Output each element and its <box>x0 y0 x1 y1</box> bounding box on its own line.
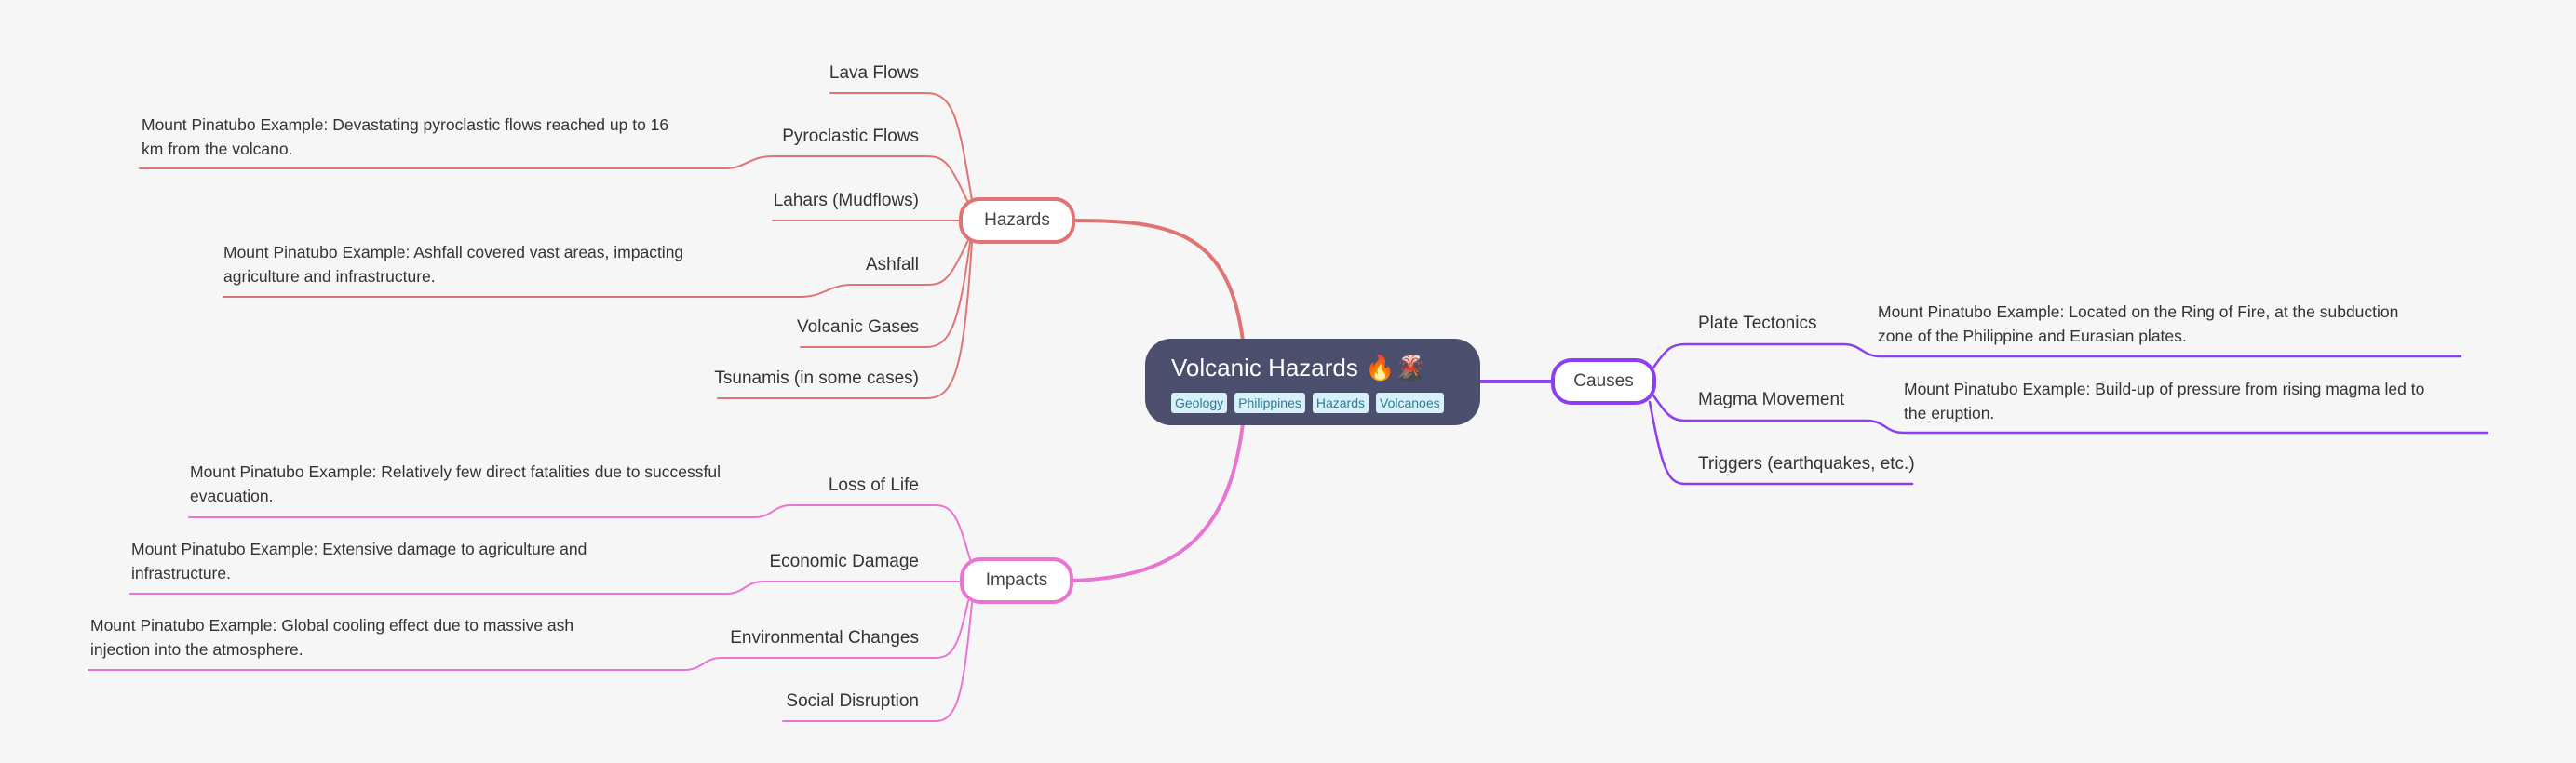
note-line: agriculture and infrastructure. <box>223 267 436 286</box>
note-ashfall[interactable]: Mount Pinatubo Example: Ashfall covered … <box>223 240 683 288</box>
hazards-node[interactable]: Hazards <box>959 197 1075 244</box>
impact-environmental-changes[interactable]: Environmental Changes <box>730 628 919 648</box>
edge-lava-flows <box>829 92 973 201</box>
hazard-pyroclastic-flows[interactable]: Pyroclastic Flows <box>782 127 919 146</box>
tag-volcanoes[interactable]: Volcanoes <box>1376 393 1444 413</box>
edge-root-impacts <box>1072 422 1245 582</box>
hazard-lahars[interactable]: Lahars (Mudflows) <box>773 191 919 210</box>
note-line: evacuation. <box>190 487 274 505</box>
impact-social-disruption[interactable]: Social Disruption <box>786 691 919 711</box>
edge-social-disruption <box>782 602 973 722</box>
note-line: injection into the atmosphere. <box>90 640 303 659</box>
impact-economic-damage[interactable]: Economic Damage <box>769 552 919 571</box>
hazard-lava-flows[interactable]: Lava Flows <box>829 63 919 83</box>
hazard-tsunamis[interactable]: Tsunamis (in some cases) <box>714 368 919 388</box>
cause-triggers[interactable]: Triggers (earthquakes, etc.) <box>1698 454 1915 474</box>
note-line: km from the volcano. <box>142 140 293 158</box>
note-line: the eruption. <box>1904 404 1995 422</box>
edge-ashfall <box>223 239 969 298</box>
edge-loss-of-life <box>188 504 971 560</box>
note-plate-tectonics[interactable]: Mount Pinatubo Example: Located on the R… <box>1878 300 2398 348</box>
edge-pyroclastic-flows <box>139 155 969 204</box>
note-environmental-changes[interactable]: Mount Pinatubo Example: Global cooling e… <box>90 613 573 662</box>
root-title: Volcanic Hazards 🔥🌋 <box>1171 354 1425 382</box>
note-pyroclastic-flows[interactable]: Mount Pinatubo Example: Devastating pyro… <box>142 113 668 161</box>
tag-geology[interactable]: Geology <box>1171 393 1228 413</box>
note-economic-damage[interactable]: Mount Pinatubo Example: Extensive damage… <box>131 537 587 585</box>
edge-environmental-changes <box>88 600 969 671</box>
note-line: Mount Pinatubo Example: Ashfall covered … <box>223 243 684 261</box>
note-line: Mount Pinatubo Example: Devastating pyro… <box>142 115 669 134</box>
hazard-volcanic-gases[interactable]: Volcanic Gases <box>797 317 919 337</box>
impacts-node[interactable]: Impacts <box>960 557 1073 604</box>
note-line: infrastructure. <box>131 564 231 582</box>
causes-node[interactable]: Causes <box>1551 358 1656 405</box>
tag-philippines[interactable]: Philippines <box>1234 393 1305 413</box>
root-tags: Geology Philippines Hazards Volcanoes <box>1171 393 1480 413</box>
note-line: Mount Pinatubo Example: Global cooling e… <box>90 616 574 635</box>
note-magma-movement[interactable]: Mount Pinatubo Example: Build-up of pres… <box>1904 377 2424 425</box>
edge-volcanic-gases <box>800 241 971 348</box>
edge-plate-tectonics <box>1652 342 2462 369</box>
cause-magma-movement[interactable]: Magma Movement <box>1698 390 1845 409</box>
edge-magma-movement <box>1652 394 2489 435</box>
note-line: Mount Pinatubo Example: Extensive damage… <box>131 540 587 558</box>
note-loss-of-life[interactable]: Mount Pinatubo Example: Relatively few d… <box>190 460 721 508</box>
hazard-ashfall[interactable]: Ashfall <box>865 255 919 274</box>
root-node[interactable]: Volcanic Hazards 🔥🌋 Geology Philippines … <box>1145 339 1480 425</box>
note-line: Mount Pinatubo Example: Build-up of pres… <box>1904 380 2425 398</box>
note-line: Mount Pinatubo Example: Located on the R… <box>1878 302 2399 321</box>
cause-plate-tectonics[interactable]: Plate Tectonics <box>1698 314 1817 333</box>
tag-hazards[interactable]: Hazards <box>1312 393 1369 413</box>
note-line: zone of the Philippine and Eurasian plat… <box>1878 327 2187 345</box>
note-line: Mount Pinatubo Example: Relatively few d… <box>190 462 722 481</box>
edge-triggers <box>1648 400 1914 486</box>
edge-economic-damage <box>129 581 961 595</box>
edge-tsunamis <box>717 241 973 399</box>
edge-root-hazards <box>1073 219 1245 342</box>
impact-loss-of-life[interactable]: Loss of Life <box>828 475 919 495</box>
